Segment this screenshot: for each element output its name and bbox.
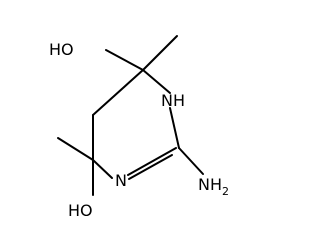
ring-nh-label: NH <box>161 91 185 110</box>
amino-label: NH <box>198 175 222 194</box>
bond-c2-nh2 <box>178 147 204 175</box>
hydroxyl-label-bottom: HO <box>68 201 93 220</box>
bond-n1-c2 <box>169 107 180 149</box>
chemical-structure-diagram: HO NH N NH 2 HO <box>49 35 229 220</box>
amino-subscript: 2 <box>222 185 229 198</box>
ring-n-label: N <box>115 171 127 190</box>
bond-c5-c6 <box>92 69 144 116</box>
atom-labels: HO NH N NH 2 HO <box>49 40 229 220</box>
bond-c4-methyl <box>57 137 94 161</box>
bond-c2-n3-outer <box>127 147 177 176</box>
bond-c6-n1 <box>142 69 171 94</box>
bond-n3-c4 <box>92 159 113 179</box>
bond-c6-methyl <box>142 35 178 71</box>
hydroxyl-label-top: HO <box>49 40 74 59</box>
bond-c2-n3-inner <box>128 154 173 180</box>
bond-c6-oh <box>105 49 144 71</box>
bonds <box>57 35 204 196</box>
